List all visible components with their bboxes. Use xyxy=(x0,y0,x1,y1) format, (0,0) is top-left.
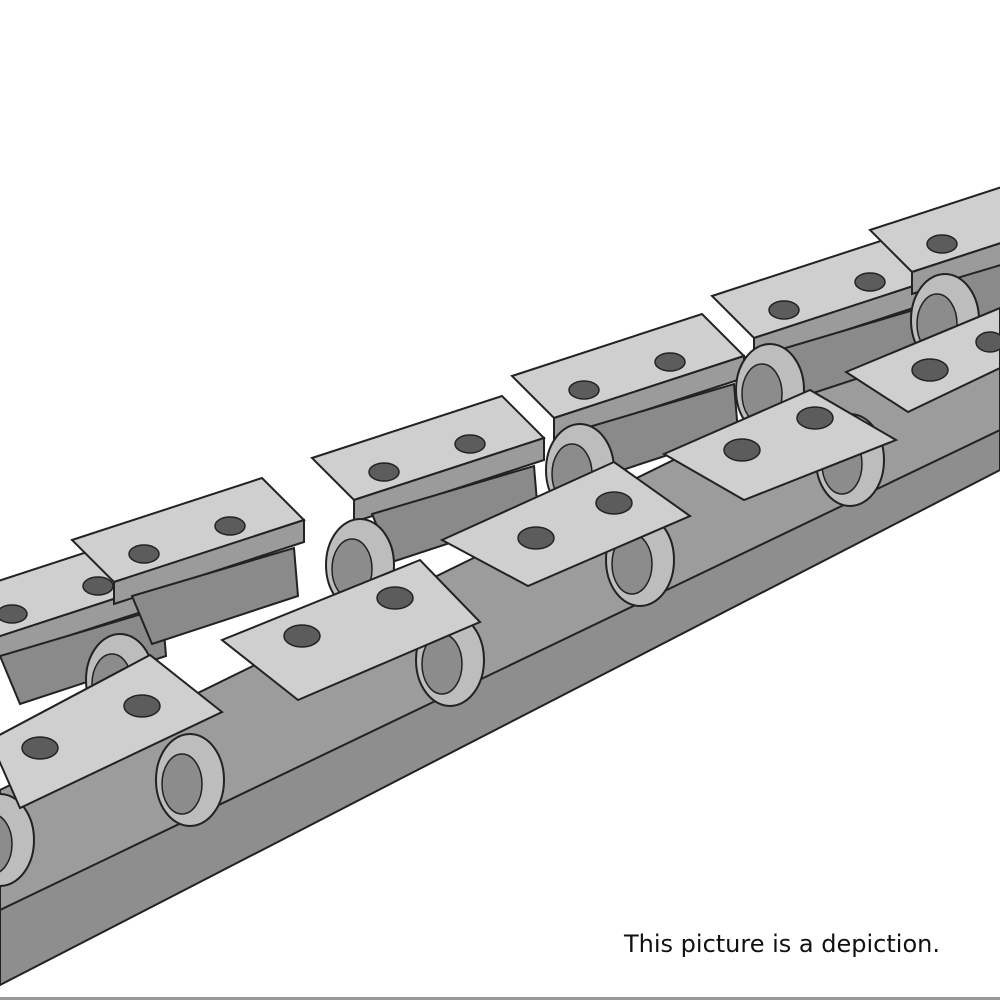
front-plate-2 xyxy=(220,558,482,702)
roller-6 xyxy=(155,733,225,827)
front-plate-4 xyxy=(661,388,899,502)
front-plate-5 xyxy=(843,306,1000,414)
front-plate-3 xyxy=(439,460,693,588)
front-plate-1 xyxy=(0,653,224,810)
depiction-caption: This picture is a depiction. xyxy=(624,930,940,958)
